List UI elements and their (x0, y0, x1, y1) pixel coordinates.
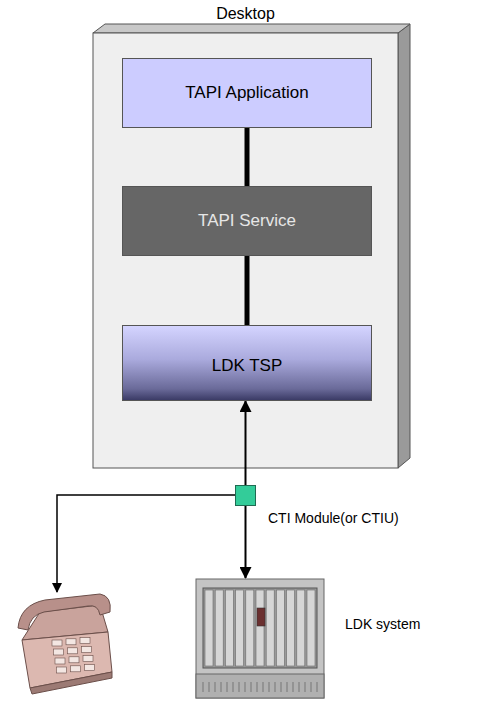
rack-part (307, 590, 315, 666)
node-label: TAPI Service (198, 211, 296, 231)
signal-arrow (245, 401, 247, 485)
phone-key (57, 667, 67, 673)
phone-key (68, 648, 78, 654)
phone-key (52, 640, 62, 646)
rack-illustration (195, 578, 327, 700)
signal-arrow (245, 506, 247, 578)
telephone-icon (18, 594, 112, 694)
phone-key (71, 666, 81, 672)
rack-part (196, 674, 324, 698)
rack-part (246, 590, 254, 666)
rack-part (257, 608, 265, 626)
phone-key (66, 639, 76, 645)
rack-part (269, 682, 270, 692)
node-label: LDK system (345, 616, 420, 632)
phone-key (80, 638, 90, 644)
rack-part (293, 682, 294, 692)
rack-part (203, 588, 317, 668)
node-label: LDK TSP (212, 356, 283, 376)
rack-part (287, 590, 295, 666)
rack-part (203, 682, 204, 692)
tsp-box: LDK TSP (122, 325, 372, 401)
phone-key (82, 647, 92, 653)
rack-part (215, 682, 216, 692)
rack-part (311, 682, 312, 692)
link-line (245, 256, 250, 325)
rack-part (251, 682, 252, 692)
phone-key (55, 658, 65, 664)
rack-part (239, 682, 240, 692)
rack-part (209, 682, 210, 692)
rack-part (297, 590, 305, 666)
rack-part (196, 579, 324, 698)
phone-wire (57, 495, 235, 592)
rack-part (233, 682, 234, 692)
rack-part (205, 590, 213, 666)
rack-part (227, 682, 228, 692)
node-label: Desktop (93, 5, 398, 23)
service-box: TAPI Service (122, 186, 372, 256)
rack-part (225, 590, 233, 666)
phone-key (83, 656, 93, 662)
link-line (245, 128, 250, 186)
desktop-housing: DesktopTAPI ApplicationTAPI ServiceLDK T… (93, 33, 398, 468)
rack-part (257, 682, 258, 692)
node-label: CTI Module(or CTIU) (268, 510, 399, 526)
rack-part (276, 590, 284, 666)
rack-part (263, 682, 264, 692)
rack-part (275, 682, 276, 692)
rack-part (245, 682, 246, 692)
rack-part (215, 590, 223, 666)
application-box: TAPI Application (122, 58, 372, 128)
cti-module: CTI Module(or CTIU) (235, 485, 256, 506)
phone-key (69, 657, 79, 663)
rack-part (287, 682, 288, 692)
rack-part (266, 590, 274, 666)
rack-part (256, 590, 264, 666)
rack-part (236, 590, 244, 666)
rack-part (281, 682, 282, 692)
phone-key (85, 665, 95, 671)
rack-part (299, 682, 300, 692)
housing-depth (93, 24, 410, 33)
node-label: TAPI Application (185, 83, 308, 103)
rack-part (305, 682, 306, 692)
rack-part (221, 682, 222, 692)
ldk-system: LDK system (195, 578, 445, 700)
phone-key (54, 649, 64, 655)
housing-depth (398, 24, 410, 468)
rack-part (317, 682, 318, 692)
